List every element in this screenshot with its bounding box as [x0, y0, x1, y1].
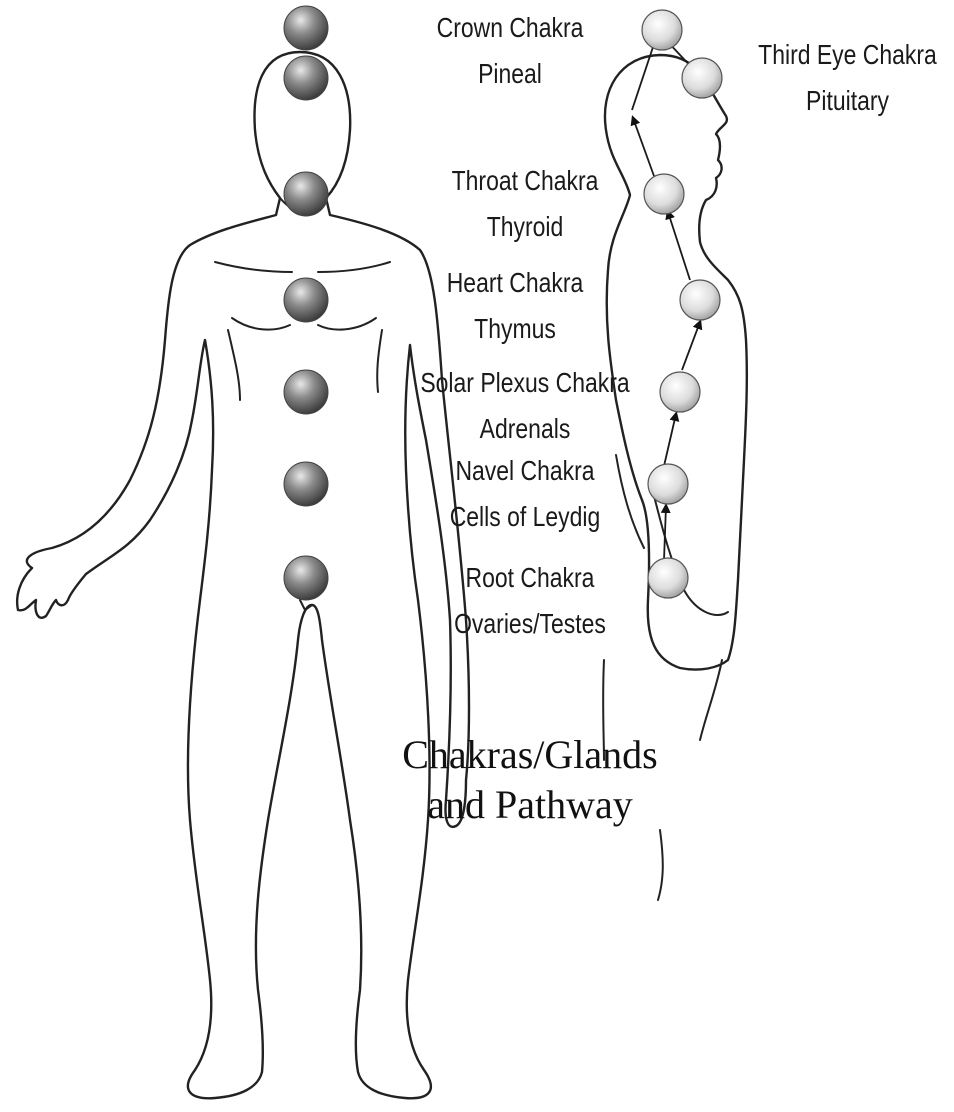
front-navel-orb: [284, 462, 328, 506]
side-solar-plexus-orb: [660, 372, 700, 412]
heart-chakra-gland: Thymus: [425, 306, 605, 352]
solar-plexus-chakra-name: Solar Plexus Chakra: [410, 360, 640, 406]
front-root-orb: [284, 556, 328, 600]
side-third-eye-orb: [682, 58, 722, 98]
root-chakra-gland: Ovaries/Testes: [436, 601, 625, 647]
third-eye-chakra-label: Third Eye Chakra Pituitary: [747, 32, 948, 124]
caption-line-1: Chakras/Glands: [330, 730, 730, 780]
caption-line-2: and Pathway: [330, 780, 730, 830]
front-body-figure: [17, 52, 469, 1098]
root-chakra-name: Root Chakra: [436, 555, 625, 601]
side-navel-orb: [648, 464, 688, 504]
front-crown-orb: [284, 6, 328, 50]
throat-chakra-name: Throat Chakra: [435, 158, 615, 204]
side-crown-orb: [642, 10, 682, 50]
side-leg-lower: [658, 830, 663, 900]
side-root-orb: [648, 558, 688, 598]
root-chakra-label: Root Chakra Ovaries/Testes: [436, 555, 625, 647]
side-throat-orb: [644, 174, 684, 214]
third-eye-chakra-name: Third Eye Chakra: [747, 32, 948, 78]
navel-chakra-label: Navel Chakra Cells of Leydig: [431, 448, 620, 540]
throat-chakra-label: Throat Chakra Thyroid: [435, 158, 615, 250]
front-solar-plexus-orb: [284, 370, 328, 414]
diagram-caption: Chakras/Glands and Pathway: [330, 730, 730, 830]
navel-chakra-name: Navel Chakra: [431, 448, 620, 494]
side-leg-front: [700, 660, 722, 740]
heart-chakra-name: Heart Chakra: [425, 260, 605, 306]
third-eye-chakra-gland: Pituitary: [747, 78, 948, 124]
throat-chakra-gland: Thyroid: [435, 204, 615, 250]
solar-plexus-chakra-gland: Adrenals: [410, 406, 640, 452]
navel-chakra-gland: Cells of Leydig: [431, 494, 620, 540]
crown-chakra-gland: Pineal: [420, 51, 600, 97]
front-heart-orb: [284, 278, 328, 322]
solar-plexus-chakra-label: Solar Plexus Chakra Adrenals: [410, 360, 640, 452]
crown-chakra-label: Crown Chakra Pineal: [420, 5, 600, 97]
side-heart-orb: [680, 280, 720, 320]
crown-chakra-name: Crown Chakra: [420, 5, 600, 51]
heart-chakra-label: Heart Chakra Thymus: [425, 260, 605, 352]
front-body-outline: [17, 52, 469, 1098]
front-throat-orb: [284, 172, 328, 216]
front-third-eye-orb: [284, 56, 328, 100]
